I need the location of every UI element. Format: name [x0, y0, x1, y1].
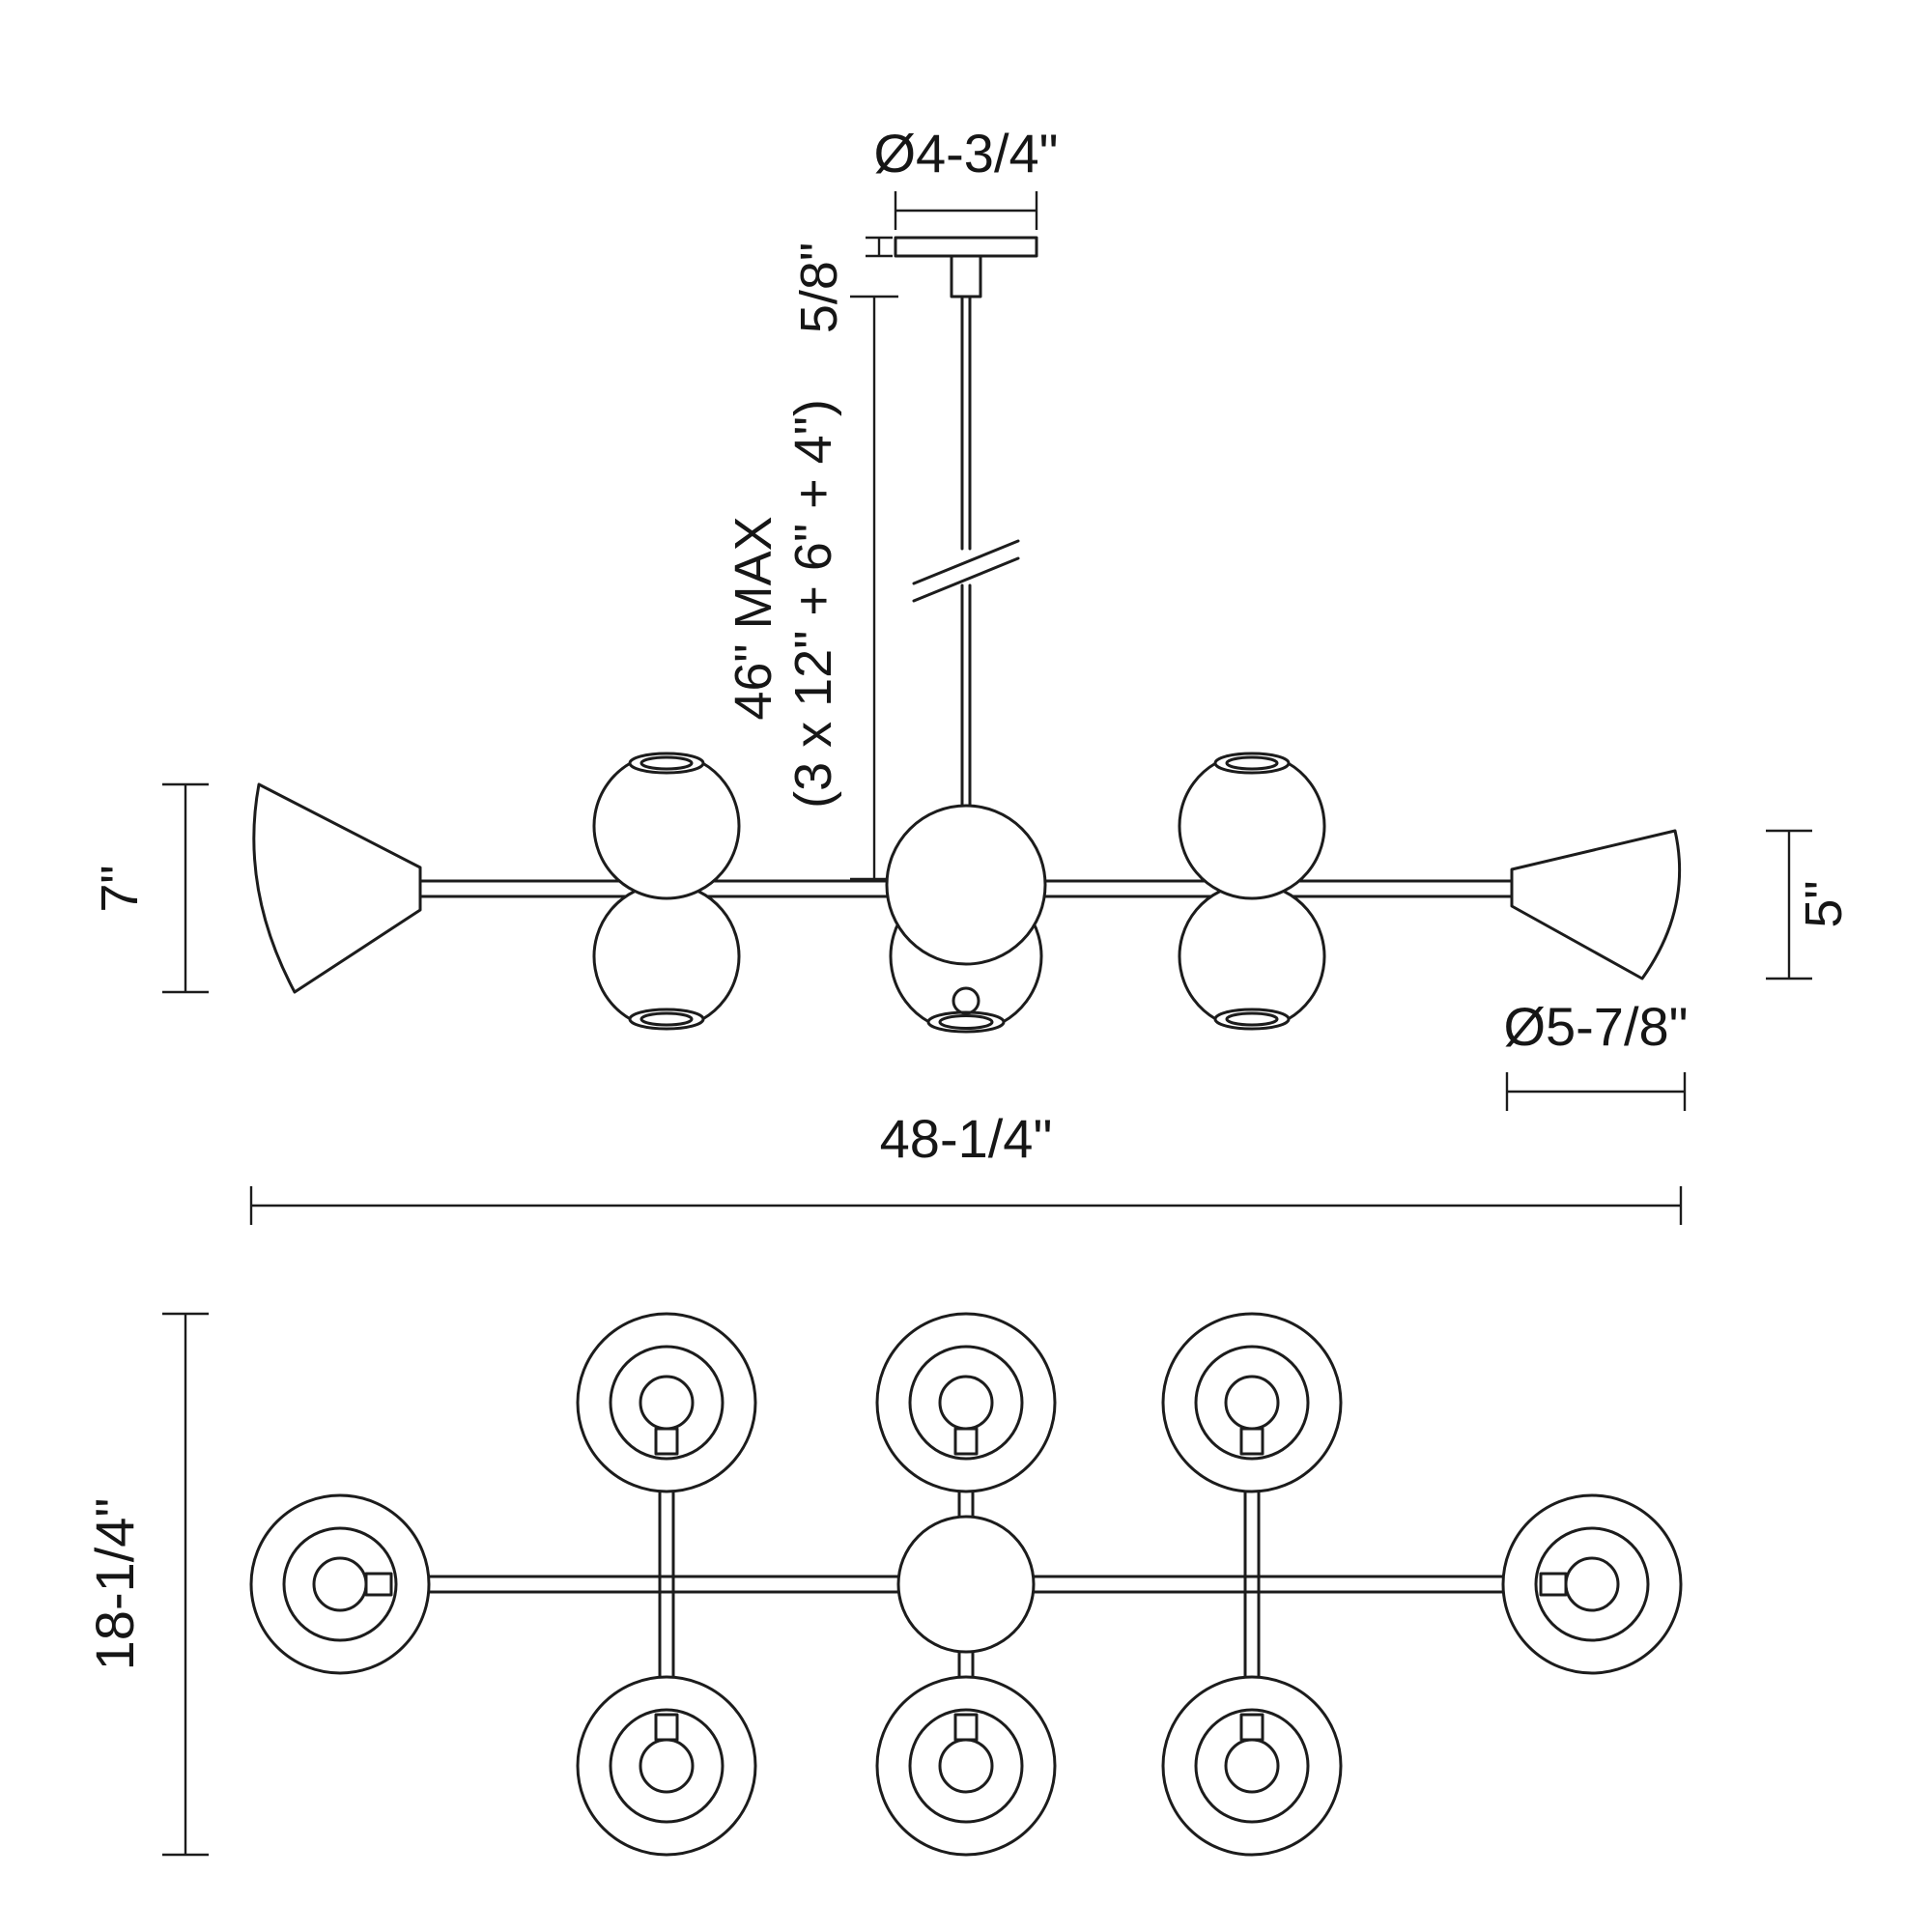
hang-straight-connector	[950, 254, 982, 298]
left-shade-height-label: 7"	[91, 865, 149, 912]
bulb-socket	[654, 1713, 679, 1742]
dimension-right-shade-height: 5"	[1766, 829, 1853, 980]
right-pair-lower-globe	[1178, 882, 1326, 1031]
bulb-socket	[1539, 1572, 1568, 1597]
bulb-socket	[1239, 1713, 1264, 1742]
dimension-overall-width: 48-1/4"	[249, 1108, 1683, 1225]
plan-globe-right-end	[1501, 1493, 1683, 1675]
left-cone-shade	[252, 782, 422, 994]
right-pair-upper-globe	[1178, 752, 1326, 900]
dimension-suspension-length: 46" MAX (3 x 12" + 6" + 4")	[724, 295, 898, 881]
dimension-canopy-diameter: Ø4-3/4"	[873, 123, 1059, 230]
shade-diameter-label: Ø5-7/8"	[1503, 996, 1688, 1057]
overall-width-label: 48-1/4"	[880, 1108, 1053, 1169]
bulb-socket	[953, 1713, 979, 1742]
left-pair-lower-globe	[592, 882, 741, 1031]
right-cone-shade	[1510, 829, 1682, 980]
center-hub-sphere	[885, 804, 1047, 966]
canopy-height-label: 5/8"	[790, 242, 848, 333]
bulb-socket	[953, 1427, 979, 1456]
bulb-socket	[364, 1572, 393, 1597]
dimension-overall-depth: 18-1/4"	[84, 1312, 209, 1857]
right-shade-height-label: 5"	[1795, 880, 1853, 927]
plan-globe-bottom-left	[576, 1675, 757, 1857]
plan-globe-bottom-right	[1161, 1675, 1343, 1857]
rod-break-mark	[912, 539, 1020, 585]
plan-globe-top-center	[875, 1312, 1057, 1493]
suspension-rod	[912, 295, 1020, 811]
overall-depth-label: 18-1/4"	[84, 1498, 145, 1671]
ceiling-canopy	[894, 236, 1038, 258]
plan-globe-left-end	[249, 1493, 431, 1675]
left-pair-upper-globe	[592, 752, 741, 900]
dimension-left-shade-height: 7"	[91, 782, 209, 994]
plan-view: 18-1/4"	[84, 1312, 1683, 1857]
suspension-breakdown-label: (3 x 12" + 6" + 4")	[784, 399, 842, 809]
dimension-canopy-height: 5/8"	[790, 236, 893, 333]
plan-globe-top-right	[1161, 1312, 1343, 1493]
rod-break-mark	[912, 556, 1020, 603]
bulb	[952, 986, 980, 1015]
plan-globe-bottom-center	[875, 1675, 1057, 1857]
plan-globe-top-left	[576, 1312, 757, 1493]
plan-center-hub	[896, 1515, 1036, 1654]
side-elevation-view: Ø4-3/4" 5/8" 46" MA	[91, 123, 1853, 1225]
bulb-socket	[1239, 1427, 1264, 1456]
canopy-diameter-label: Ø4-3/4"	[873, 123, 1058, 184]
suspension-max-label: 46" MAX	[724, 516, 782, 720]
dimension-shade-diameter: Ø5-7/8"	[1503, 996, 1689, 1111]
bulb-socket	[654, 1427, 679, 1456]
